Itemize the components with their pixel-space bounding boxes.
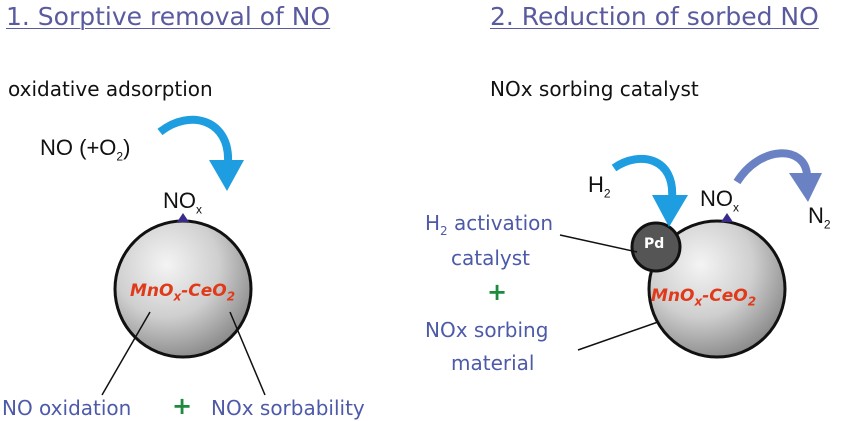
label-h2-rest: activation xyxy=(447,211,554,235)
right-sphere-a-sub: x xyxy=(694,294,703,309)
left-nox-sub: x xyxy=(196,202,202,217)
right-h2-sub: 2 xyxy=(603,186,611,201)
right-subtitle: NOx sorbing catalyst xyxy=(490,77,699,101)
left-sphere-dash: - xyxy=(181,281,189,301)
left-adsorption-marker xyxy=(177,213,189,222)
left-sphere-b-sub: 2 xyxy=(226,289,236,304)
right-leader-catalyst xyxy=(559,234,638,253)
left-reaction-arrowhead xyxy=(209,160,244,191)
label-material: material xyxy=(451,351,535,375)
label-no-oxidation: NO oxidation xyxy=(2,396,132,420)
label-nox-sorbability: NOx sorbability xyxy=(211,396,365,420)
label-h2-sub: 2 xyxy=(440,224,448,238)
right-nox: NOx xyxy=(700,186,739,214)
reactant-prefix: NO (+O xyxy=(40,135,117,160)
right-h2-main: H xyxy=(588,172,604,197)
left-sphere-b: CeO xyxy=(188,281,227,301)
right-sphere-label: MnOx-CeO2 xyxy=(651,286,756,308)
right-sphere-b-sub: 2 xyxy=(747,294,757,309)
right-sphere xyxy=(647,219,787,359)
left-reactant: NO (+O2) xyxy=(40,135,130,163)
left-nox: NOx xyxy=(163,188,202,216)
right-h2: H2 xyxy=(588,172,611,200)
reactant-suffix: ) xyxy=(123,135,131,160)
pd-label: Pd xyxy=(644,236,665,252)
right-leader-material xyxy=(577,321,659,351)
left-sphere-label: MnOx-CeO2 xyxy=(130,281,235,303)
right-plus: + xyxy=(487,278,508,306)
h2-arrowhead xyxy=(652,195,688,227)
left-reaction-arrow xyxy=(157,115,233,163)
left-leader-sorbability xyxy=(229,311,266,396)
left-subtitle: oxidative adsorption xyxy=(8,77,213,101)
right-n2-main: N xyxy=(808,203,824,228)
right-sphere-a: MnO xyxy=(651,286,695,306)
pd-particle xyxy=(630,221,682,273)
left-sphere-a-sub: x xyxy=(173,289,182,304)
right-sphere-b: CeO xyxy=(709,286,748,306)
right-nox-main: NO xyxy=(700,186,733,211)
label-h2-activation: H2 activation xyxy=(425,211,553,238)
label-catalyst: catalyst xyxy=(451,246,531,270)
nox-to-n2-arrow xyxy=(733,149,811,185)
right-heading: 2. Reduction of sorbed NO xyxy=(490,2,819,31)
right-n2-sub: 2 xyxy=(823,217,831,232)
left-sphere-a: MnO xyxy=(130,281,174,301)
h2-arrow xyxy=(611,154,677,199)
nox-to-n2-arrowhead xyxy=(789,173,822,202)
left-nox-main: NO xyxy=(163,188,196,213)
label-h2-prefix: H xyxy=(425,211,441,235)
left-leader-oxidation xyxy=(101,311,151,396)
right-sphere-dash: - xyxy=(702,286,710,306)
left-heading: 1. Sorptive removal of NO xyxy=(6,2,331,31)
right-adsorption-marker xyxy=(721,213,733,222)
right-n2: N2 xyxy=(808,203,831,231)
label-nox-sorbing: NOx sorbing xyxy=(425,318,549,342)
reactant-sub: 2 xyxy=(116,149,124,164)
right-nox-sub: x xyxy=(733,200,739,215)
left-plus: + xyxy=(172,392,193,420)
